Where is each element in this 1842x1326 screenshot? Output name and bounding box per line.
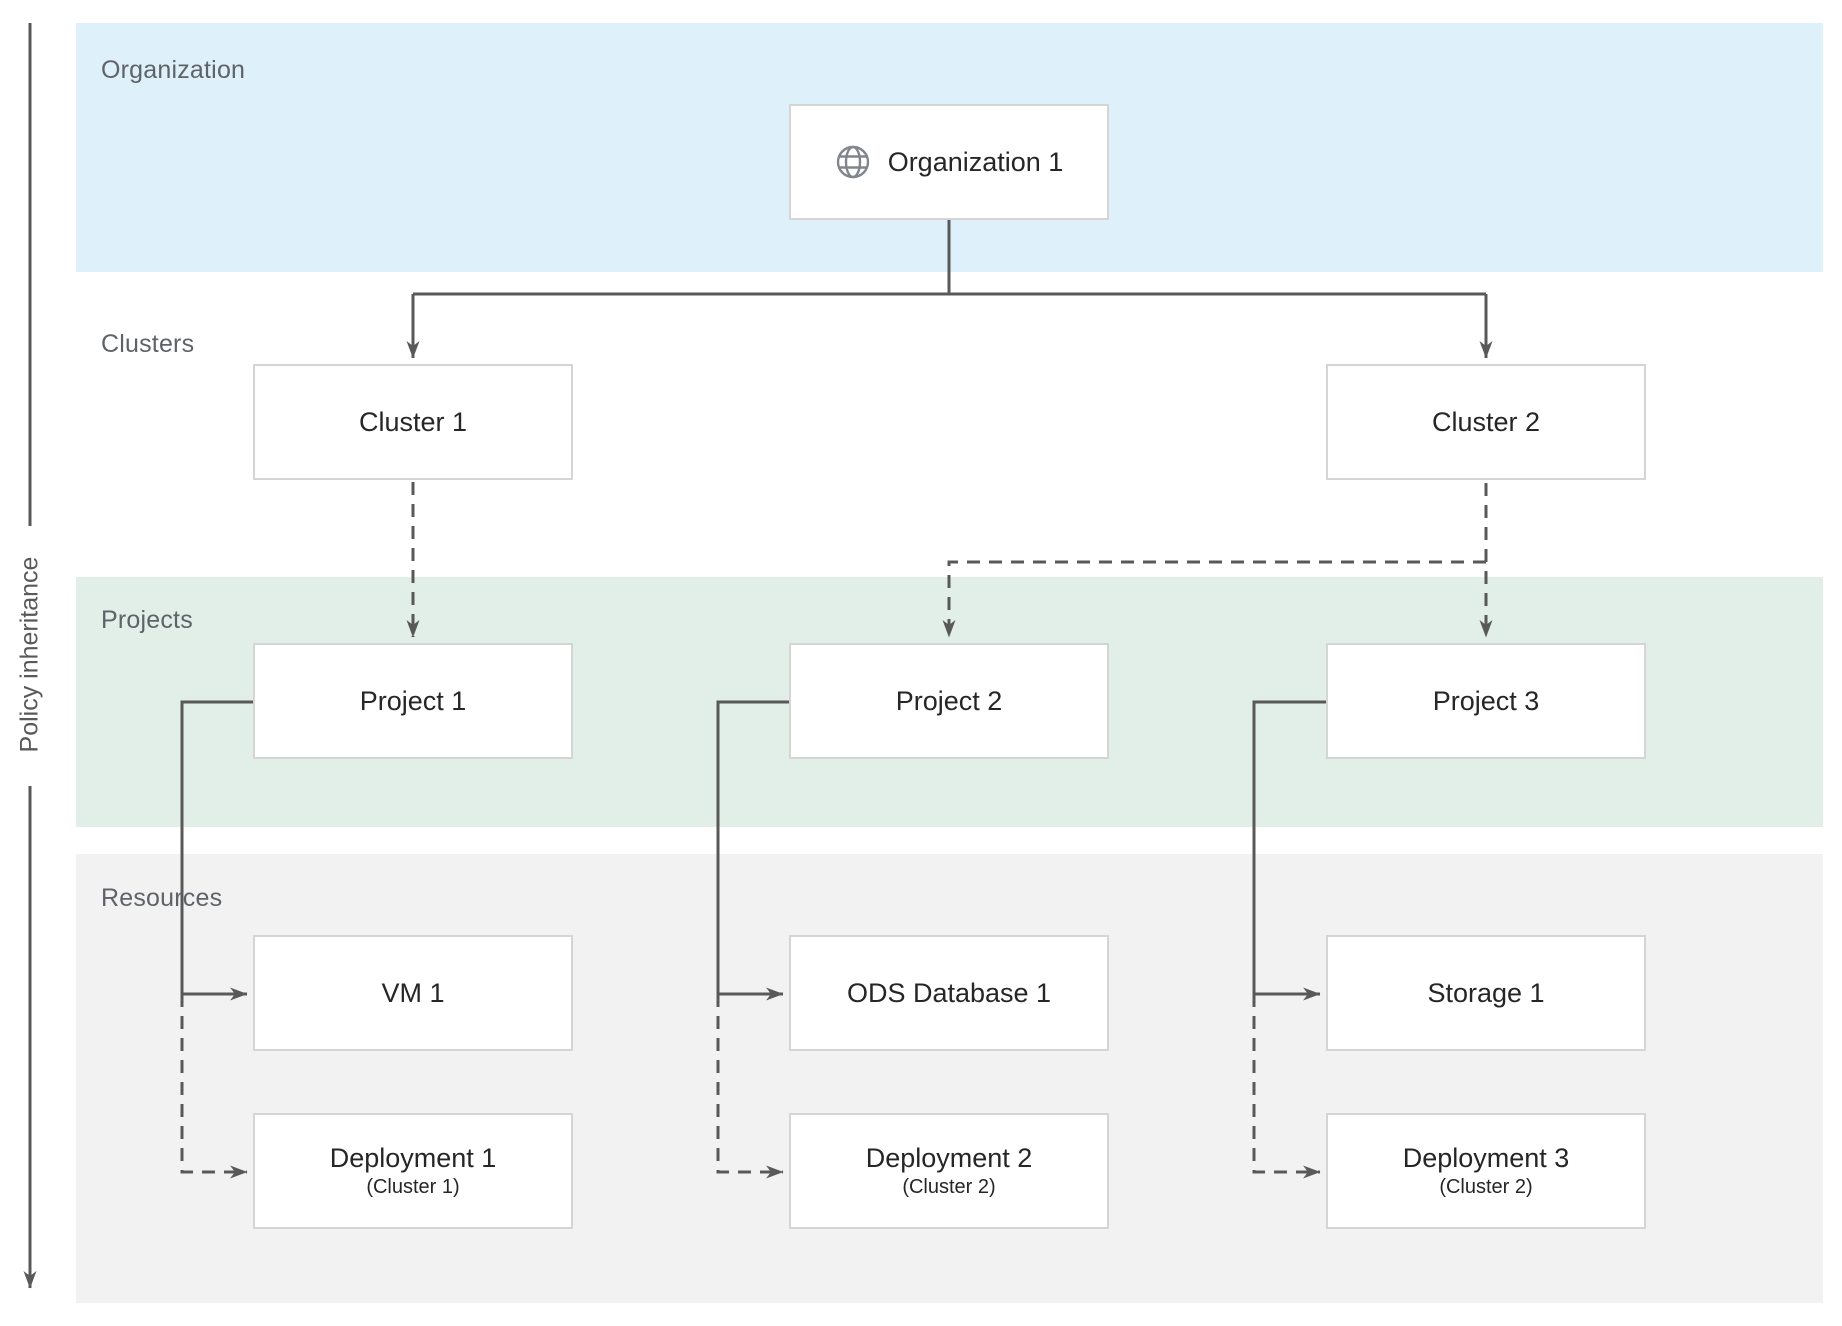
resources-band-label: Resources: [101, 884, 223, 912]
node-sublabel: (Cluster 2): [902, 1176, 996, 1198]
node-deployment-3: Deployment 3 (Cluster 2): [1326, 1113, 1646, 1229]
connector-project2-to-odsdatabase1: [716, 700, 789, 1001]
node-label: Cluster 1: [358, 407, 468, 437]
node-deployment-1: Deployment 1 (Cluster 1): [253, 1113, 573, 1229]
policy-inheritance-label: Policy inheritance: [15, 556, 44, 753]
node-label: Project 3: [1432, 686, 1540, 716]
node-label: Deployment 1: [329, 1143, 497, 1173]
projects-band-label: Projects: [101, 606, 193, 634]
node-deployment-2: Deployment 2 (Cluster 2): [789, 1113, 1109, 1229]
node-sublabel: (Cluster 1): [366, 1176, 460, 1198]
connector-project3-to-storage1: [1252, 700, 1326, 1001]
node-cluster-2: Cluster 2: [1326, 364, 1646, 480]
connector-project1-to-deployment1: [180, 994, 248, 1179]
node-vm-1: VM 1: [253, 935, 573, 1051]
node-organization-1: Organization 1: [789, 104, 1109, 220]
node-label: Deployment 2: [865, 1143, 1033, 1173]
connector-project2-to-deployment2: [716, 994, 784, 1179]
globe-icon: [836, 145, 869, 179]
node-cluster-1: Cluster 1: [253, 364, 573, 480]
node-storage-1: Storage 1: [1326, 935, 1646, 1051]
clusters-band-label: Clusters: [101, 330, 195, 358]
node-label: Organization 1: [887, 147, 1064, 177]
node-project-3: Project 3: [1326, 643, 1646, 759]
node-label: VM 1: [381, 978, 445, 1008]
node-sublabel: (Cluster 2): [1439, 1176, 1533, 1198]
node-label: Cluster 2: [1431, 407, 1541, 437]
node-project-1: Project 1: [253, 643, 573, 759]
organization-band-label: Organization: [101, 56, 246, 84]
connector-cluster2-to-project2: [942, 560, 1486, 638]
node-label: Project 1: [359, 686, 467, 716]
node-project-2: Project 2: [789, 643, 1109, 759]
connector-project1-to-vm1: [180, 700, 253, 1001]
connector-project3-to-deployment3: [1252, 994, 1321, 1179]
node-ods-database-1: ODS Database 1: [789, 935, 1109, 1051]
node-label: Storage 1: [1427, 978, 1545, 1008]
node-label: Project 2: [895, 686, 1003, 716]
node-label: ODS Database 1: [846, 978, 1052, 1008]
node-label: Deployment 3: [1402, 1143, 1570, 1173]
